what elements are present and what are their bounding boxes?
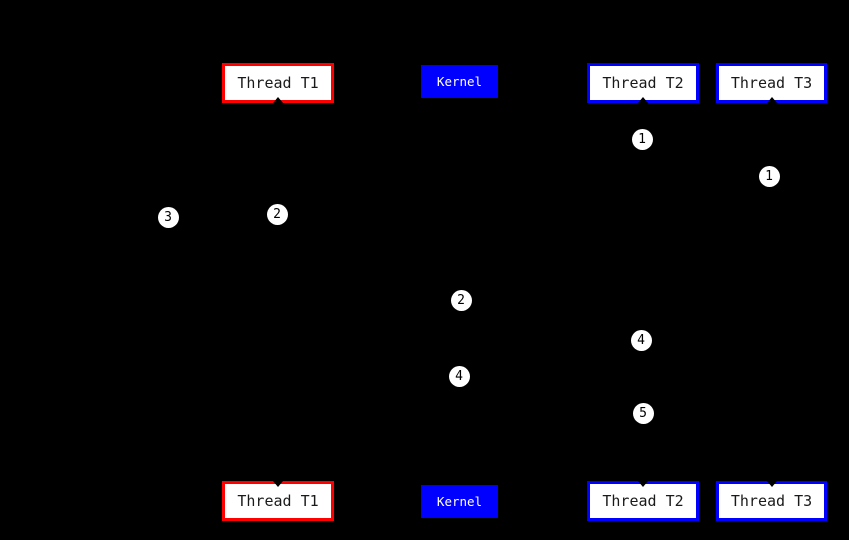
actor-label-thread-t1: Thread T1: [237, 74, 319, 92]
step-marker: 2: [450, 289, 472, 311]
step-marker: 1: [631, 128, 653, 150]
actor-box-thread-t2-bottom: Thread T2: [587, 481, 699, 521]
actor-box-thread-t1-top: Thread T1: [222, 63, 334, 103]
actor-box-thread-t2-top: Thread T2: [587, 63, 699, 103]
kernel-box-top: Kernel: [421, 65, 498, 98]
step-marker: 2: [266, 203, 288, 225]
step-marker: 3: [157, 206, 179, 228]
kernel-box-bottom: Kernel: [421, 485, 498, 518]
lifeline-tick-icon: [638, 481, 648, 487]
actor-label-kernel: Kernel: [436, 74, 483, 89]
step-marker: 1: [758, 165, 780, 187]
actor-label-thread-t3: Thread T3: [730, 492, 813, 510]
lifeline-tick-icon: [273, 481, 283, 487]
actor-box-thread-t3-top: Thread T3: [716, 63, 827, 103]
actor-label-thread-t1: Thread T1: [237, 492, 319, 510]
actor-label-thread-t2: Thread T2: [602, 492, 684, 510]
lifeline-tick-icon: [273, 97, 283, 103]
actor-box-thread-t1-bottom: Thread T1: [222, 481, 334, 521]
step-marker: 5: [632, 402, 654, 424]
step-marker: 4: [630, 329, 652, 351]
actor-box-thread-t3-bottom: Thread T3: [716, 481, 827, 521]
lifeline-tick-icon: [638, 97, 648, 103]
lifeline-tick-icon: [766, 481, 777, 487]
actor-label-thread-t3: Thread T3: [730, 74, 813, 92]
step-marker: 4: [448, 365, 470, 387]
lifeline-tick-icon: [766, 97, 777, 103]
actor-label-kernel: Kernel: [436, 494, 483, 509]
actor-label-thread-t2: Thread T2: [602, 74, 684, 92]
